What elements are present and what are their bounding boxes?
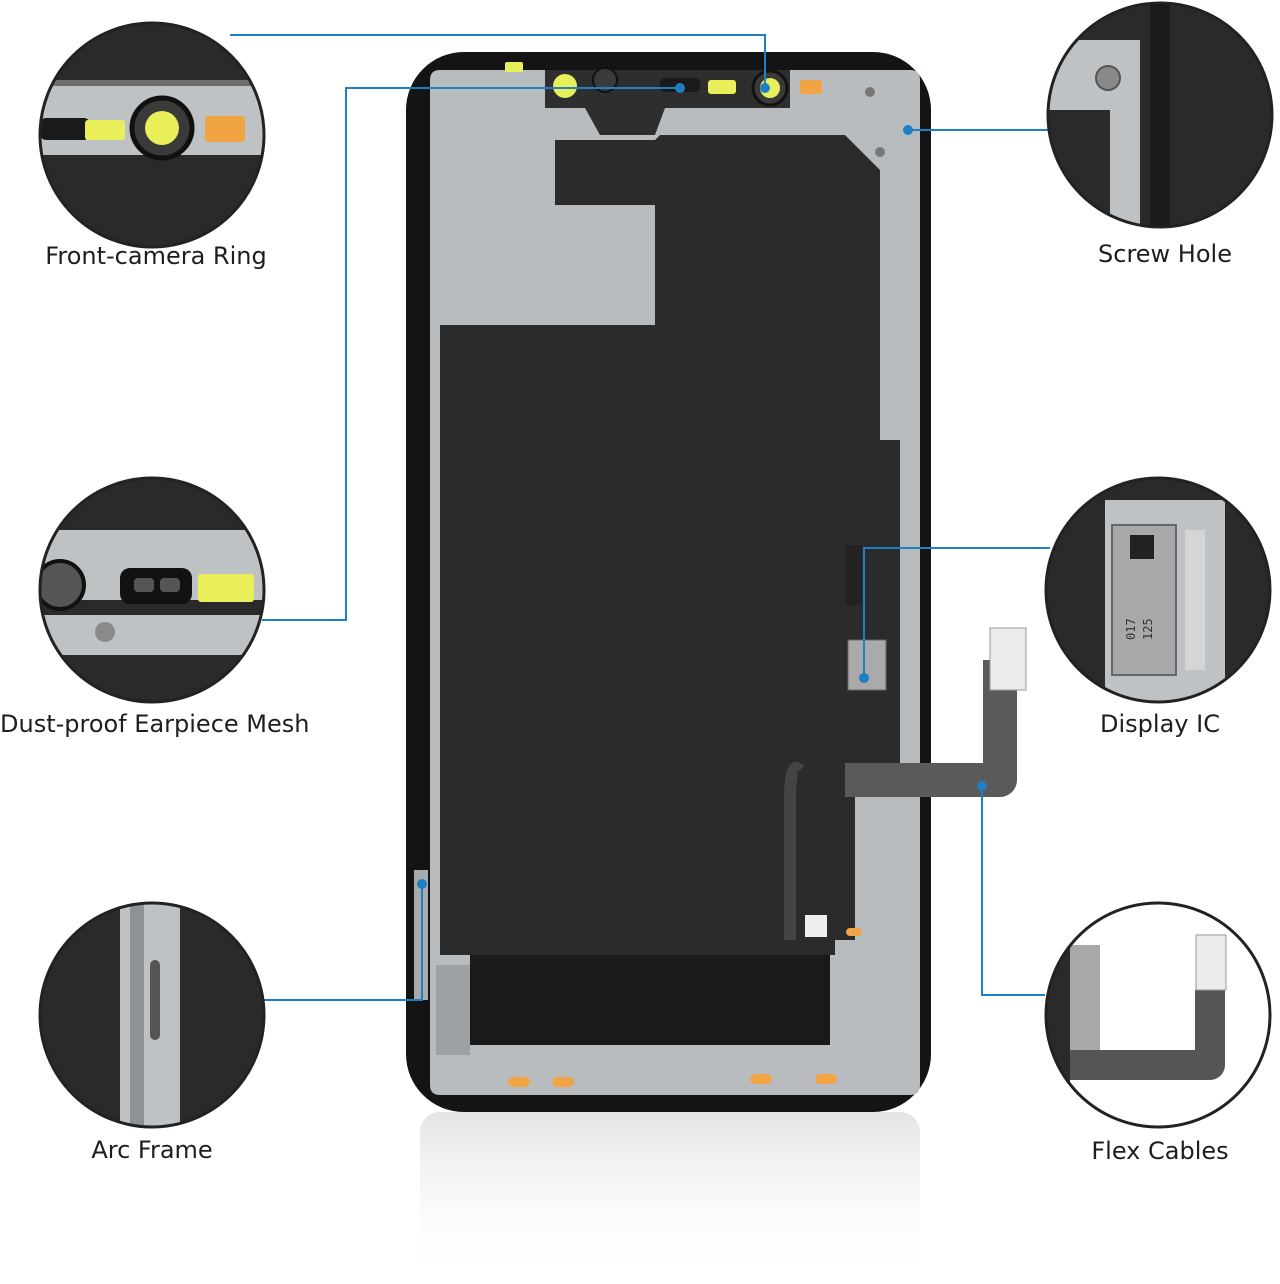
- zoom-earpiece-mesh: [38, 476, 266, 704]
- label-arc-frame: Arc Frame: [91, 1136, 213, 1164]
- zoom-display-ic: 017 125: [1044, 476, 1272, 704]
- screw-hole-icon: [1095, 65, 1121, 91]
- arc-frame-icon: [130, 903, 144, 1127]
- leader-display-ic: [863, 547, 1050, 678]
- leader-flex-cables: [981, 786, 1045, 996]
- flex-cable-part: [845, 660, 1017, 797]
- zoom-flex-cables: [1044, 901, 1272, 1129]
- zoom-screw-hole: [1046, 1, 1274, 229]
- label-flex-cables: Flex Cables: [1091, 1137, 1229, 1165]
- leader-lines: [230, 34, 1050, 1001]
- ic-marking-line1: 017: [1124, 618, 1138, 640]
- label-screw-hole: Screw Hole: [1098, 240, 1232, 268]
- flex-cable-icon: [1070, 990, 1225, 1080]
- phone-screen-assembly: [406, 52, 1027, 1282]
- zoom-arc-frame: [38, 901, 266, 1129]
- display-panel-back: [440, 135, 900, 955]
- leader-earpiece-mesh: [262, 87, 680, 621]
- label-dust-proof-earpiece-mesh: Dust-proof Earpiece Mesh: [0, 710, 310, 738]
- leader-dots: [417, 83, 987, 889]
- phone-reflection: [420, 1112, 920, 1282]
- screw-hole-part: [875, 147, 885, 157]
- ic-marking-line2: 125: [1141, 618, 1155, 640]
- leader-arc-frame: [262, 884, 423, 1001]
- earpiece-mesh-icon: [120, 568, 192, 604]
- bottom-flex-band: [470, 955, 830, 1045]
- zoom-front-camera-ring: [38, 21, 266, 249]
- label-display-ic: Display IC: [1100, 710, 1220, 738]
- label-front-camera-ring: Front-camera Ring: [45, 242, 267, 270]
- leader-front-camera-ring: [230, 34, 766, 88]
- display-ic-part: [847, 639, 887, 691]
